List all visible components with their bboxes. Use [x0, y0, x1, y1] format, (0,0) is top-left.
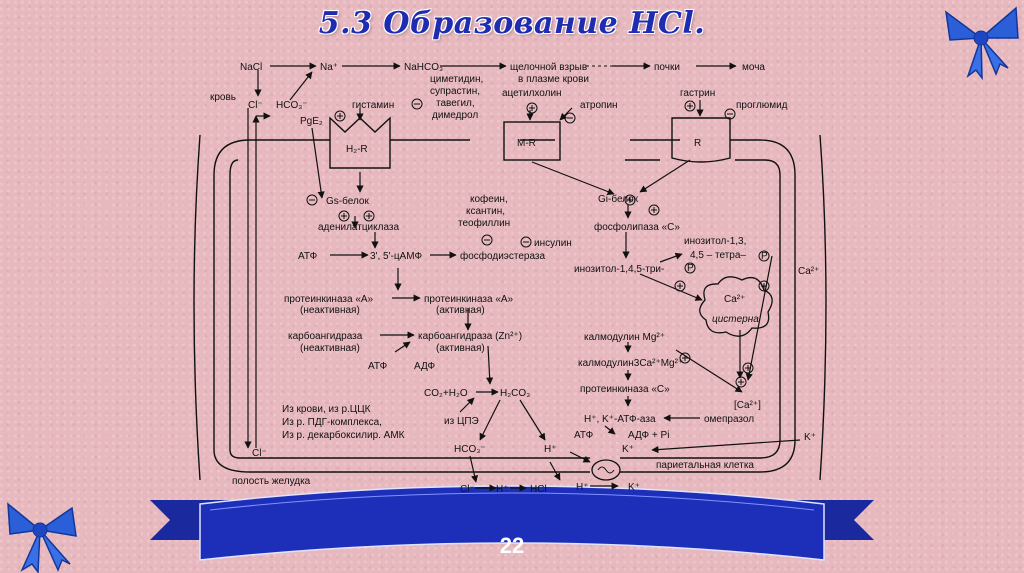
omeprazole-label: омепразол: [704, 414, 754, 425]
hk-atpase-label: H⁺, K⁺-АТФ-аза: [584, 414, 656, 425]
na-plus-label: Na⁺: [320, 62, 338, 73]
atp-label: АТФ: [298, 251, 318, 262]
caffeine-label: кофеин,: [470, 193, 508, 205]
pka-inactive-note: (неактивная): [300, 305, 360, 316]
ip4-label-line1: инозитол-1,3,: [684, 236, 746, 247]
slide-title: 5.3 Образование HCl.: [318, 6, 706, 41]
drug-tavegil: тавегил,: [436, 98, 475, 109]
phospholipase-c-label: фосфолипаза «С»: [594, 221, 680, 233]
pathway-arrows: [244, 62, 801, 492]
page-number: 22: [499, 533, 525, 558]
lumen-h2-label: H⁺: [576, 482, 589, 493]
gs-protein-label: Gs-белок: [326, 195, 369, 207]
carbonic-anhydrase-active: карбоангидраза (Zn²⁺): [418, 330, 522, 342]
xanthine-label: ксантин,: [466, 206, 505, 217]
effect-markers: [306, 98, 770, 388]
pge2-label: PgE₂: [300, 116, 323, 127]
lumen-h-label: H⁺: [496, 484, 509, 495]
theophylline-label: теофиллин: [458, 217, 510, 229]
source-pdh: Из р. ПДГ-комплекса,: [282, 417, 382, 428]
ip3-label: инозитол-1,4,5-три-: [574, 264, 664, 275]
pkc-label: протеинкиназа «С»: [580, 384, 670, 395]
k-plus-ext-label: K⁺: [804, 432, 816, 443]
ip4-label-line2: 4,5 – тетра–: [690, 250, 746, 261]
insulin-label: инсулин: [534, 238, 572, 249]
pka-inactive-label: протеинкиназа «А»: [284, 294, 374, 305]
nahco3-label: NaHCO₃: [404, 62, 443, 73]
camp-label: 3', 5'-цАМФ: [370, 251, 422, 262]
proglumide-label: проглюмид: [736, 100, 788, 111]
ca-concentration-label: [Ca²⁺]: [734, 400, 761, 411]
effect-signs: [309, 103, 767, 385]
adp-pi-label: АДФ + Pi: [628, 430, 669, 441]
lumen-k-label: K⁺: [628, 482, 640, 493]
cistern-label: цистерна: [712, 314, 759, 325]
gi-protein-label: Gi-белок: [598, 193, 639, 205]
extracellular-ca-label: Ca²⁺: [798, 266, 819, 277]
phosphate-icon-2: P: [687, 263, 694, 274]
cl-minus-label: Cl⁻: [248, 100, 263, 111]
kidneys-label: почки: [654, 62, 680, 73]
co2-water-label: CO₂+H₂O: [424, 388, 468, 399]
drug-dimedrol: димедрол: [432, 110, 478, 121]
carbonic-anhydrase-active-note: (активная): [436, 343, 485, 354]
receptor-mr-label: M-R: [517, 138, 536, 149]
pka-active-label: протеинкиназа «А»: [424, 294, 514, 305]
cistern-ca-label: Ca²⁺: [724, 294, 745, 305]
nacl-label: NaCl: [240, 62, 262, 73]
histamine-label: гистамин: [352, 100, 394, 111]
acetylcholine-label: ацетилхолин: [502, 88, 562, 99]
alkaline-tide-label: щелочной взрыв: [510, 62, 587, 73]
pka-active-note: (активная): [436, 305, 485, 316]
carbonic-anhydrase-inactive-note: (неактивная): [300, 343, 360, 354]
atp3-label: АТФ: [574, 430, 594, 441]
receptor-mr: [503, 121, 561, 161]
phosphate-icon: P: [761, 251, 768, 262]
cell-membrane: [193, 134, 827, 481]
adp-label: АДФ: [414, 361, 436, 372]
drug-cimetidine: циметидин,: [430, 74, 483, 85]
gastrin-label: гастрин: [680, 88, 715, 99]
h2co3-label: H₂CO₃: [500, 388, 530, 399]
hco3-cell-label: HCO₃⁻: [454, 444, 486, 455]
stomach-lumen-label: полость желудка: [232, 476, 311, 487]
carbonic-anhydrase-inactive: карбоангидраза: [288, 330, 363, 342]
hco3-minus-label: HCO₃⁻: [276, 100, 308, 111]
receptor-h2r: [329, 116, 391, 169]
receptor-h2r-label: H₂-R: [346, 144, 368, 155]
in-plasma-label: в плазме крови: [518, 74, 589, 85]
k-plus-cell-label: K⁺: [622, 444, 634, 455]
calmodulin-label: калмодулин Mg²⁺: [584, 332, 665, 343]
parietal-cell-label: париетальная клетка: [656, 460, 754, 471]
h-plus-cell-label: H⁺: [544, 444, 557, 455]
blue-bow-bottom-left-icon: [7, 502, 77, 573]
adenylate-cyclase-label: аденилатциклаза: [318, 222, 399, 233]
lumen-hcl-label: HCl: [530, 484, 547, 495]
source-blood: Из крови, из р.ЦЦК: [282, 404, 371, 415]
receptor-r-label: R: [694, 138, 701, 149]
blood-label: кровь: [210, 92, 236, 103]
urine-label: моча: [742, 62, 765, 73]
receptor-r: [671, 117, 731, 163]
atp2-label: АТФ: [368, 361, 388, 372]
phosphodiesterase-label: фосфодиэстераза: [460, 250, 546, 262]
lumen-cl-label: Cl⁻: [460, 484, 475, 495]
drug-suprastin: супрастин,: [430, 86, 480, 97]
cl-minus-bottom-label: Cl⁻: [252, 448, 267, 459]
from-etc-label: из ЦПЭ: [444, 416, 479, 427]
source-decarboxylation: Из р. декарбоксилир. АМК: [282, 429, 405, 441]
calmodulin-ca-label: калмодулин3Ca²⁺Mg²⁺: [578, 358, 683, 369]
cistern-shape: [699, 276, 773, 337]
atropine-label: атропин: [580, 100, 618, 111]
blue-bow-top-right-icon: [945, 6, 1019, 80]
